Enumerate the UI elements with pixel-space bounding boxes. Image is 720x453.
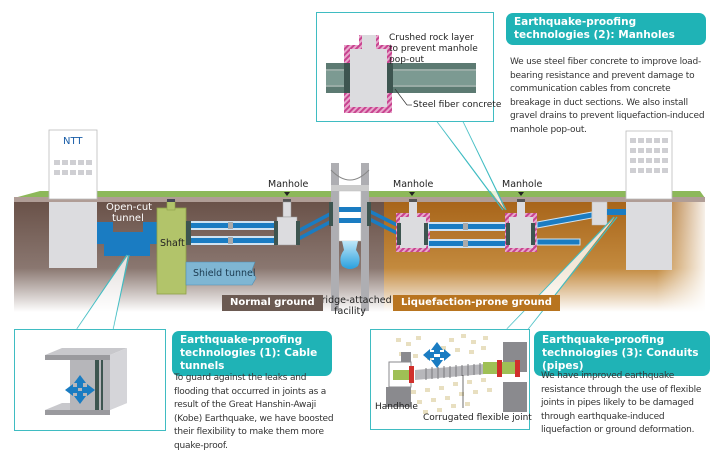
shaft (156, 207, 187, 295)
manholes-badge: Earthquake-proofing technologies (2): Ma… (506, 13, 706, 45)
infrastructure-diagram (14, 119, 705, 330)
open-cut-tunnel-label-1: Open-cut (106, 202, 153, 213)
ducts-normal (186, 221, 278, 245)
cable-tunnels-badge: Earthquake-proofing technologies (1): Ca… (172, 331, 332, 376)
liquefaction-ground-tag: Liquefaction-prone ground (393, 295, 560, 311)
cable-tunnels-badge-line1: Earthquake-proofing (180, 334, 303, 346)
conduits-badge: Earthquake-proofing technologies (3): Co… (534, 331, 710, 376)
ntt-windows (54, 160, 92, 175)
manhole-label-3: Manhole (502, 179, 543, 190)
crushed-rock-label-1: Crushed rock layer (389, 33, 474, 43)
ntt-label: NTT (63, 136, 83, 147)
cable-tunnel-joint-illustration (45, 348, 127, 415)
corrugated-joint-label: Corrugated flexible joint (423, 413, 532, 423)
crushed-rock-label-3: pop-out (389, 55, 425, 65)
manhole-2 (396, 199, 430, 252)
manholes-description: We use steel fiber concrete to improve l… (510, 57, 705, 135)
conduit-callout-inset: Handhole Corrugated flexible joint (370, 329, 532, 430)
normal-ground-tag: Normal ground (222, 295, 323, 311)
manhole-cross-section (326, 35, 476, 113)
flexible-joint-illustration (386, 334, 527, 414)
manhole-callout-inset: Crushed rock layer to prevent manhole po… (316, 12, 501, 122)
cable-tunnels-description: To guard against the leaks and flooding … (174, 373, 334, 451)
manhole-1 (274, 199, 300, 246)
bridge-attached-facility (329, 163, 371, 311)
move-arrows-icon-conduit (423, 342, 451, 368)
open-cut-tunnel-label-2: tunnel (112, 213, 144, 224)
manhole-label-1: Manhole (268, 179, 309, 190)
ducts-liquefaction (428, 222, 506, 248)
conduits-badge-line2: technologies (3): Conduits (pipes) (542, 347, 699, 372)
cable-tunnels-badge-line2: technologies (1): Cable tunnels (180, 347, 318, 372)
manhole-label-2: Manhole (393, 179, 434, 190)
conduits-badge-line1: Earthquake-proofing (542, 334, 665, 346)
manholes-badge-line1: Earthquake-proofing (514, 16, 637, 28)
shield-tunnel (185, 261, 257, 286)
manhole-3 (505, 199, 537, 252)
shield-tunnel-label: Shield tunnel (193, 268, 256, 279)
bridge-facility-label-1: Bridge-attached (315, 295, 392, 306)
open-cut-tunnel (97, 222, 157, 256)
cable-tunnel-callout-inset (14, 329, 166, 431)
crushed-rock-label-2: to prevent manhole (389, 44, 478, 54)
manholes-badge-line2: technologies (2): Manholes (514, 29, 675, 41)
move-arrows-icon (65, 375, 95, 404)
conduits-description: We have improved earthquake resistance t… (541, 371, 702, 435)
shaft-label: Shaft (160, 238, 185, 249)
steel-fiber-label: Steel fiber concrete (413, 100, 502, 110)
right-building-basement (626, 202, 672, 270)
handhole (591, 201, 608, 226)
handhole-label: Handhole (375, 402, 418, 412)
ntt-building-basement (49, 202, 97, 268)
right-building-windows (630, 138, 668, 173)
bridge-facility-label-2: facility (334, 306, 366, 317)
